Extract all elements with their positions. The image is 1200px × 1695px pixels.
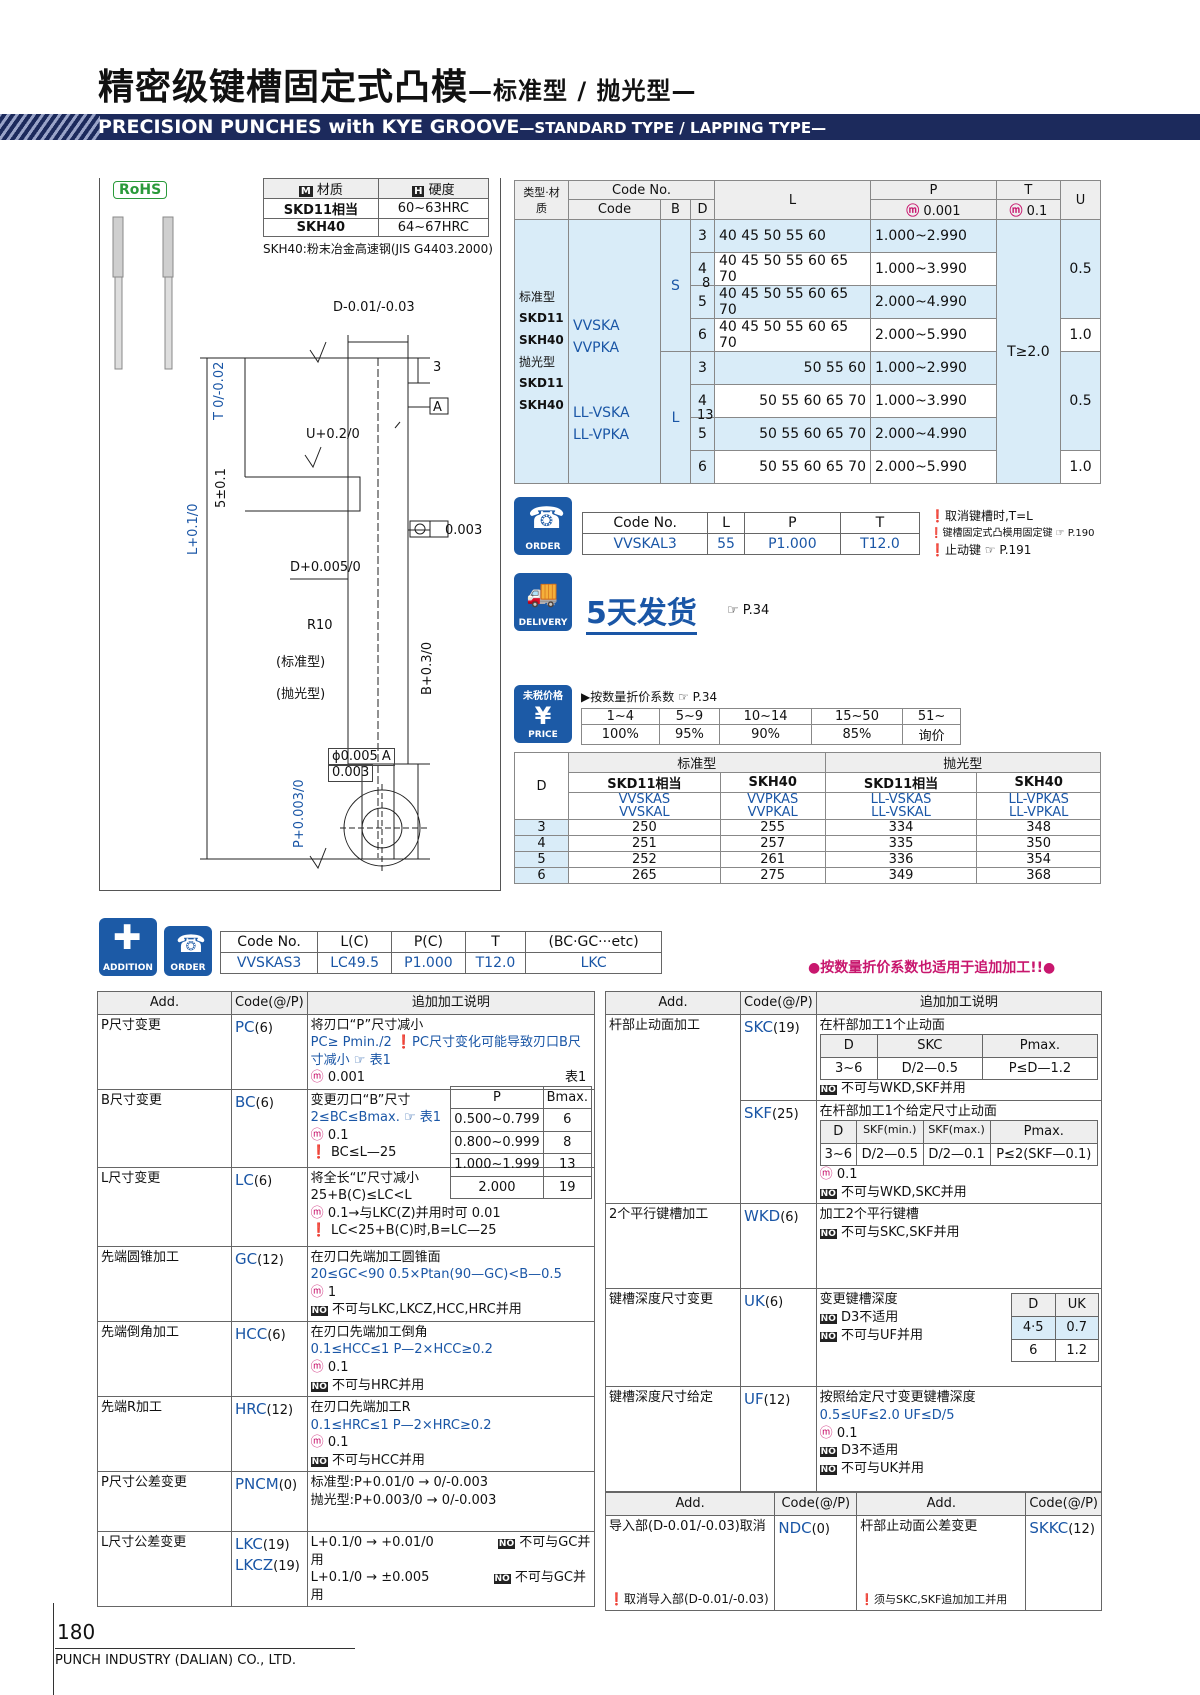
dim-b-tol: B+0.3/0 [420, 641, 435, 695]
delivery-page: ☞ P.34 [727, 603, 770, 618]
dim-p-tol: P+0.003/0 [292, 779, 307, 848]
spec-table: 类型·材质 Code No. L P T U Code B D ⓜ 0.001 … [514, 180, 1101, 484]
english-title: PRECISION PUNCHES with KYE GROOVE—STANDA… [98, 116, 827, 138]
order-icon: ☎ORDER [514, 497, 572, 555]
dim-five: 5±0.1 [214, 468, 229, 508]
label-standard: (标准型) [276, 655, 326, 670]
delivery-icon: 🚚DELIVERY [514, 573, 572, 631]
radius-r10: R10 [307, 618, 333, 633]
title-band [0, 114, 1200, 140]
title-band-stripes [0, 114, 100, 140]
dim-three: 3 [433, 360, 442, 375]
flatness-value-2: 0.003 [328, 764, 374, 782]
flatness-value: 0.003 [445, 523, 483, 538]
position-tolerance: ϕ0.005 A [328, 748, 395, 766]
b-value-8: 8 [702, 276, 711, 291]
price-qty-title: ▶按数量折价系数 ☞ P.34 [581, 690, 718, 704]
b-value-13: 13 [697, 408, 714, 423]
page-number: 180 [57, 1620, 96, 1644]
dim-d-tol2: D+0.005/0 [290, 560, 361, 575]
dim-l-tol: L+0.1/0 [186, 503, 201, 555]
order-notes: ❗取消键槽时,T=L ❗键槽固定式凸模用固定键 ☞ P.190 ❗止动键 ☞ P… [930, 509, 1095, 557]
addition-table-bottom: Add.Code(@/P)Add.Code(@/P) 导入部(D-0.01/-0… [604, 1492, 1102, 1611]
material-note: SKH40:粉末冶金高速钢(JIS G4403.2000) [263, 242, 493, 256]
dim-u-tol: U+0.2/0 [306, 427, 360, 442]
addition-icon: ✚ADDITION [99, 918, 157, 976]
page-title: 精密级键槽固定式凸模—标准型 / 抛光型— [98, 67, 697, 108]
addition-order-icon: ☎ORDER [164, 926, 212, 976]
addition-discount-note: ●按数量折价系数也适用于追加加工!!● [808, 960, 1056, 976]
dim-t-tol: T 0/-0.02 [212, 361, 227, 420]
punch-photo [112, 216, 174, 370]
product-drawing-frame [99, 178, 501, 891]
dim-d-tol: D-0.01/-0.03 [333, 300, 415, 315]
datum-a: A [433, 400, 442, 415]
label-lapping: (抛光型) [276, 687, 326, 702]
footer-company: PUNCH INDUSTRY (DALIAN) CO., LTD. [55, 1648, 355, 1668]
price-icon: 未税价格¥PRICE [514, 685, 572, 743]
page-margin-line [53, 1603, 54, 1695]
delivery-days: 5天发货 [586, 588, 697, 635]
punch-end-view [340, 784, 430, 874]
rohs-badge: RoHS [113, 181, 168, 199]
